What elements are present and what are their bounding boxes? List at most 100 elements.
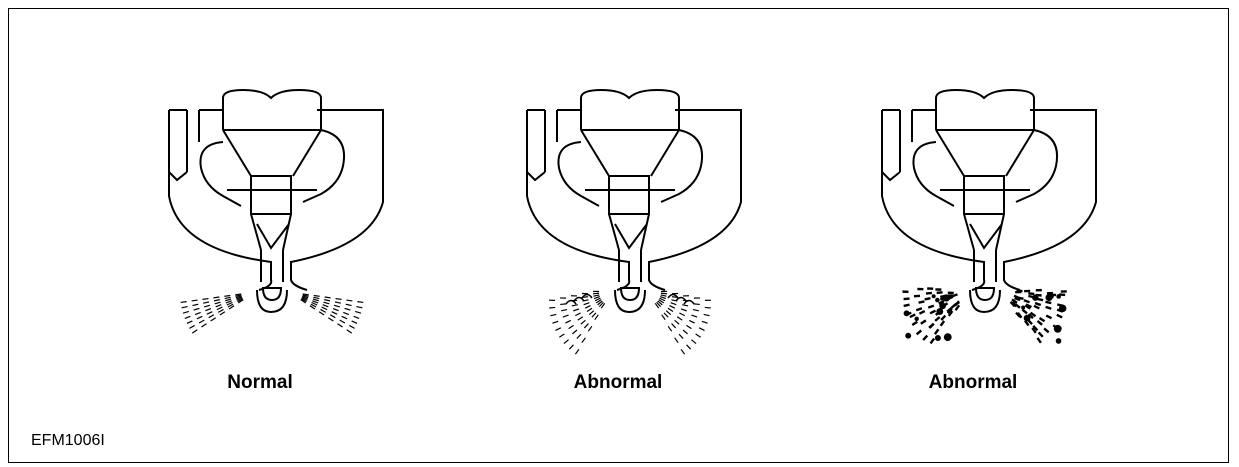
- spray-stroke-right: [671, 303, 677, 305]
- spray-stroke-left: [596, 300, 601, 303]
- nozzle-orifice: [263, 288, 281, 300]
- coarse-droplet-right: [1021, 305, 1026, 310]
- spray-stroke-left: [226, 301, 232, 303]
- spray-stroke-right: [338, 324, 343, 327]
- spray-stroke-right: [1028, 293, 1034, 294]
- spray-stroke-left: [919, 311, 924, 314]
- spray-stroke-right: [1038, 321, 1043, 325]
- spray-stroke-left: [569, 325, 574, 328]
- coarse-droplet-right: [1032, 294, 1039, 301]
- spray-stroke-left: [217, 307, 222, 310]
- spray-stroke-left: [565, 320, 570, 323]
- spray-stroke-left: [572, 330, 577, 334]
- spray-stroke-right: [660, 298, 665, 301]
- spray-stroke-right: [349, 325, 354, 328]
- spray-stroke-left: [187, 321, 192, 324]
- spray-stroke-left: [203, 302, 209, 303]
- cone: [936, 130, 1034, 176]
- spray-stroke-left: [194, 308, 200, 310]
- spray-stroke-left: [192, 304, 198, 305]
- nozzle-stem: [974, 250, 996, 282]
- coarse-droplet-right: [1053, 324, 1062, 333]
- spray-stroke-right: [322, 307, 327, 310]
- spray-stroke-right: [679, 313, 684, 316]
- spray-stroke-left: [949, 311, 953, 316]
- spray-stroke-right: [658, 301, 663, 305]
- spray-stroke-left: [189, 325, 194, 328]
- spray-stroke-left: [935, 329, 939, 334]
- spray-stroke-right: [332, 312, 337, 315]
- spray-stroke-right: [343, 312, 349, 314]
- spray-stroke-left: [197, 316, 202, 319]
- spray-stroke-right: [1031, 313, 1036, 316]
- cone: [223, 130, 321, 176]
- coarse-droplet-right: [1055, 338, 1062, 344]
- spray-stroke-left: [214, 300, 220, 301]
- spray-stroke-left: [573, 309, 579, 311]
- spray-stroke-left: [192, 330, 197, 333]
- nozzle-stem: [261, 250, 283, 282]
- spray-stroke-left: [550, 314, 556, 315]
- coarse-droplet-left: [903, 310, 910, 317]
- bulb-left: [200, 142, 241, 206]
- coarse-droplet-left: [942, 294, 950, 302]
- spray-stroke-left: [559, 334, 564, 337]
- body-right-outline: [1004, 110, 1096, 290]
- spray-stroke-left: [215, 302, 221, 304]
- spray-stroke-right: [691, 315, 697, 317]
- spray-stroke-left: [211, 318, 216, 321]
- spray-stroke-left: [593, 295, 599, 296]
- spray-stroke-left: [577, 334, 581, 338]
- spray-stroke-left: [235, 295, 241, 296]
- spray-stroke-left: [584, 324, 588, 328]
- coarse-droplet-left: [939, 302, 946, 310]
- spray-stroke-left: [917, 330, 922, 334]
- spray-stroke-left: [199, 320, 204, 323]
- spray-stroke-left: [569, 345, 573, 349]
- spray-stroke-left: [919, 301, 925, 302]
- dribble-droplet-left: [566, 301, 576, 305]
- spray-stroke-right: [661, 293, 667, 294]
- coarse-droplet-left: [936, 308, 944, 315]
- spray-stroke-right: [696, 334, 701, 337]
- spray-stroke-right: [1046, 307, 1052, 309]
- spring-seat: [609, 176, 649, 214]
- spray-stroke-left: [572, 305, 578, 306]
- spray-stroke-left: [238, 299, 243, 302]
- spray-stroke-left: [216, 305, 222, 307]
- figure-code: EFM1006I: [31, 432, 105, 449]
- spray-stroke-right: [333, 309, 339, 311]
- spray-stroke-right: [301, 299, 306, 302]
- spray-stroke-right: [691, 340, 696, 344]
- spray-stroke-right: [334, 305, 340, 307]
- spray-stroke-left: [925, 298, 931, 299]
- spray-stroke-left: [912, 322, 917, 325]
- spray-stroke-left: [182, 307, 188, 308]
- spray-stroke-right: [303, 295, 309, 296]
- spray-stroke-left: [575, 349, 579, 354]
- spray-stroke-left: [205, 309, 211, 311]
- spray-stroke-left: [225, 299, 231, 301]
- spray-stroke-left: [564, 340, 569, 344]
- spray-stroke-left: [552, 321, 558, 323]
- spray-stroke-right: [682, 305, 688, 306]
- spray-stroke-right: [1034, 306, 1039, 309]
- spray-stroke-right: [355, 311, 361, 313]
- spray-stroke-right: [345, 308, 351, 310]
- inlet-tube-outline: [169, 110, 271, 290]
- spray-stroke-right: [1012, 300, 1017, 303]
- spray-stroke-right: [330, 315, 335, 318]
- cap-top: [223, 90, 321, 130]
- spray-stroke-left: [952, 294, 958, 296]
- dribble-droplet-right: [668, 295, 678, 299]
- spray-stroke-right: [347, 330, 352, 333]
- dribble-droplet-right: [676, 298, 686, 302]
- nozzle-tip: [970, 290, 1000, 312]
- spray-stroke-right: [357, 302, 363, 303]
- spray-stroke-left: [587, 308, 592, 311]
- spray-stroke-right: [1025, 305, 1030, 308]
- spray-stroke-right: [664, 313, 668, 317]
- spray-stroke-left: [923, 336, 927, 340]
- spray-stroke-right: [1014, 296, 1019, 299]
- dribble-droplet-right: [684, 301, 694, 305]
